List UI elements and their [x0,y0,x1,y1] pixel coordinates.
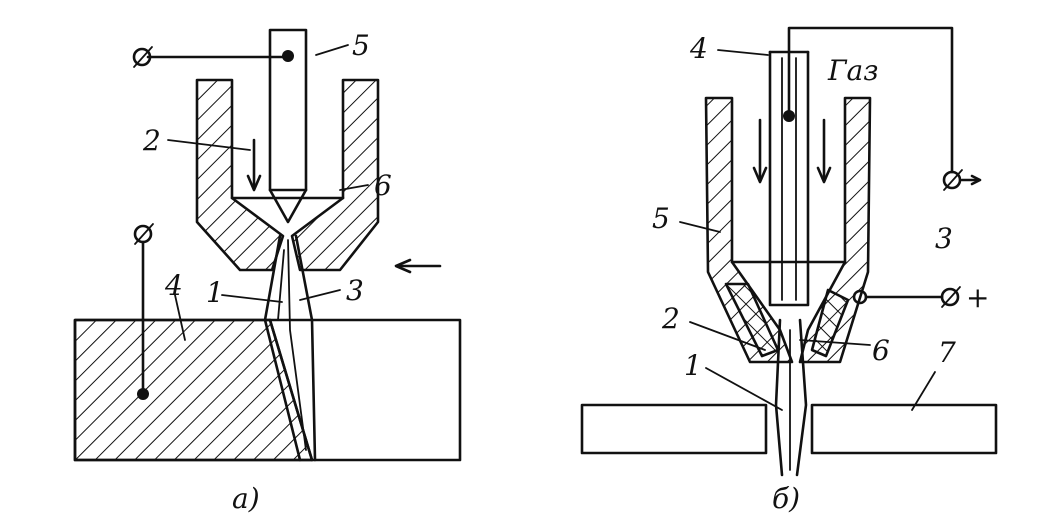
label-a-2: 2 [142,124,161,157]
diagram-a: 5 2 6 4 1 3 а) [73,28,462,515]
plus-terminal-wire-b [852,286,961,308]
label-a-1: 1 [206,276,224,309]
label-b-5: 5 [652,202,670,235]
plasma-arc-a [263,234,317,462]
label-b-plus: + [966,281,989,314]
label-b-3: 3 [935,222,953,255]
terminal-wire-a [132,46,284,68]
workpiece-a [73,318,462,462]
label-a-3: 3 [346,274,364,307]
workpiece-b [580,403,998,455]
gas-arrow-a [246,138,262,192]
electrode-a [268,28,308,224]
label-a-4: 4 [164,269,183,302]
electrode-b [768,50,810,307]
label-b-4: 4 [689,32,708,65]
nozzle-body-b [704,96,872,364]
travel-arrow-a [394,258,442,274]
label-b-6: 6 [872,334,890,367]
electrode-contact-a [282,50,294,62]
label-b-1: 1 [684,349,702,382]
label-b-7: 7 [938,336,956,369]
gas-label: Газ [827,54,879,87]
plasma-jet-b [774,318,808,477]
label-a-5: 5 [352,29,370,62]
diagram-b: 4 Газ 5 3 + 2 6 1 7 б) [580,26,998,515]
caption-b: б) [772,482,800,515]
workpiece-terminal-a [133,223,154,400]
label-a-6: 6 [374,169,392,202]
circuit-wire-b [787,26,982,191]
caption-a: а) [232,482,260,515]
label-b-2: 2 [661,302,680,335]
gas-arrows-b [752,118,832,184]
